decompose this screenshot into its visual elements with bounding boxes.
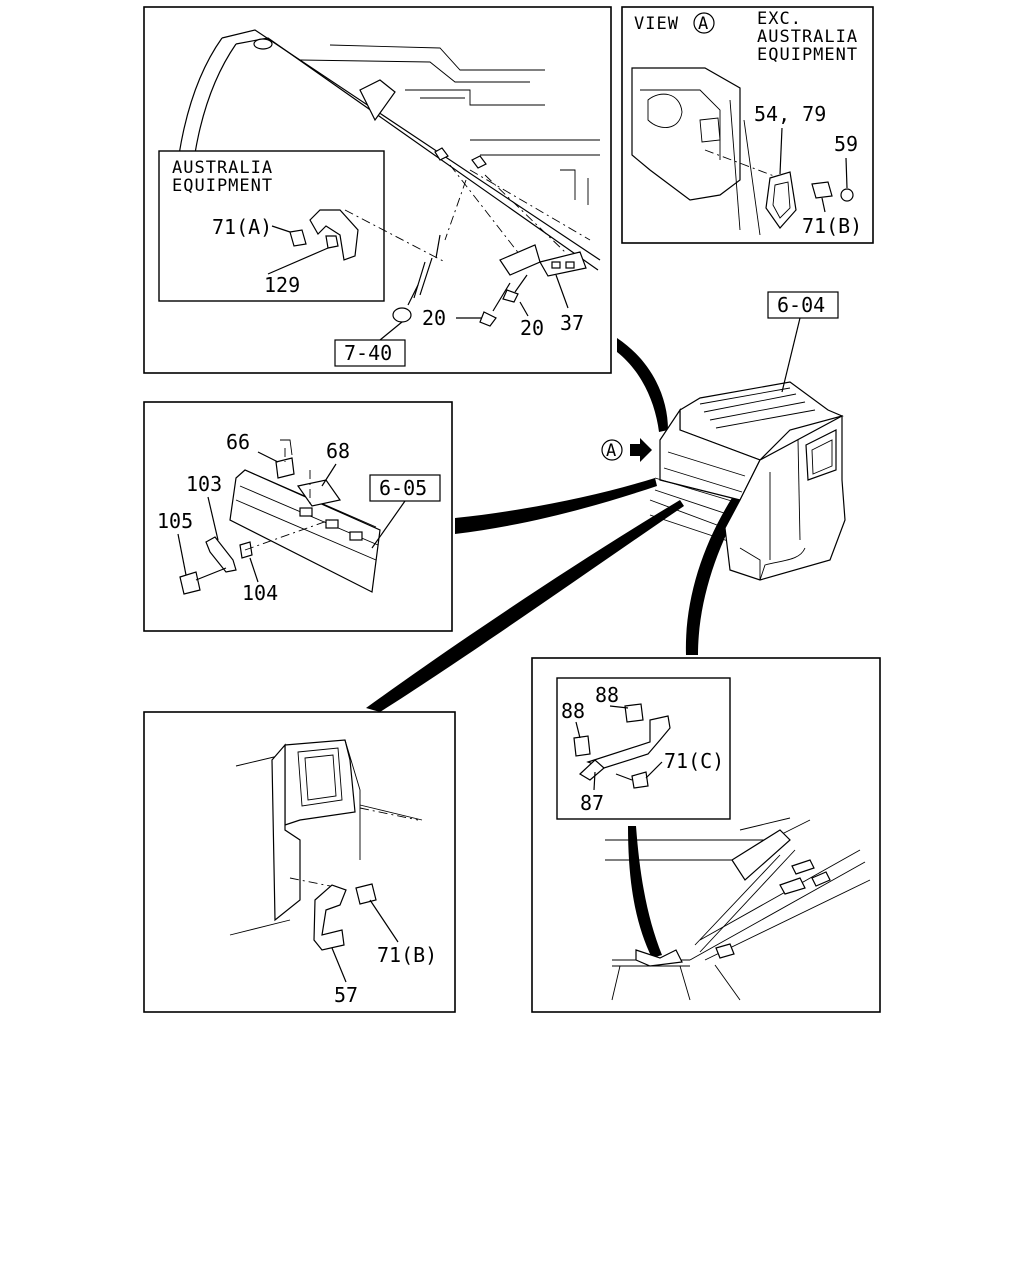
note-line2: AUSTRALIA [757,27,858,47]
callout-87: 87 [580,791,604,815]
ref-6-05: 6-05 [379,476,427,500]
cab-marker-circle [601,439,623,461]
view-arrow-icon [630,438,652,462]
callout-20-left: 20 [422,306,446,330]
callout-88-left: 88 [561,699,585,723]
cab-drawing: 6-04 A [601,291,846,581]
view-marker-circle [693,12,715,34]
callout-66: 66 [226,430,250,454]
cab-marker: A [606,441,617,461]
view-label: VIEW [634,14,679,34]
callout-71a: 71(A) [212,215,272,239]
callout-37: 37 [560,311,584,335]
callout-59: 59 [834,132,858,156]
ref-box-7-40 [334,339,406,367]
note-line3: EQUIPMENT [757,45,858,65]
callout-129: 129 [264,273,300,297]
ref-7-40: 7-40 [344,341,392,365]
connector-swooshes [366,338,764,958]
callout-71c: 71(C) [664,749,724,773]
callout-105: 105 [157,509,193,533]
view-marker: A [698,14,709,34]
callout-54-79: 54, 79 [754,102,826,126]
note-line1: EXC. [757,9,802,29]
callout-57: 57 [334,983,358,1007]
ref-box-6-04 [767,291,839,319]
callout-20-right: 20 [520,316,544,340]
panel-top-right: VIEW A EXC. AUSTRALIA EQUIPMENT 54, 79 5… [621,6,874,244]
panel-middle-left: 66 68 103 105 104 6-05 [143,401,453,632]
callout-88-top: 88 [595,683,619,707]
panel-top-left: AUSTRALIA EQUIPMENT 71(A) 129 20 20 37 7… [143,6,612,374]
callout-103: 103 [186,472,222,496]
panel-bottom-right: 88 88 71(C) 87 [531,657,881,1013]
callout-68: 68 [326,439,350,463]
panel-bottom-left: 71(B) 57 [143,711,456,1013]
ref-6-04: 6-04 [777,293,825,317]
callout-71b-bottom: 71(B) [377,943,437,967]
inset-title-line1: AUSTRALIA [172,158,273,178]
inset-title-line2: EQUIPMENT [172,176,273,196]
callout-71b-top: 71(B) [802,214,862,238]
callout-104: 104 [242,581,278,605]
